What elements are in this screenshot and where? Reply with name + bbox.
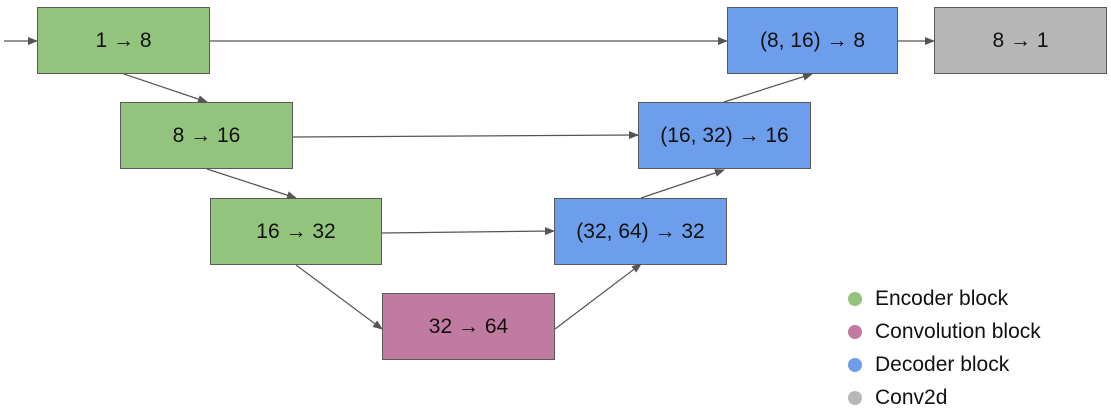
- encoder-block-2: 8 → 16: [120, 102, 293, 169]
- decoder-block-1: (8, 16) → 8: [727, 7, 898, 74]
- encoder-block-3: 16 → 32: [210, 198, 382, 265]
- legend-item-conv2d: Conv2d: [848, 386, 947, 410]
- legend-item-encoder: Encoder block: [848, 287, 1008, 311]
- node-label: 1 → 8: [95, 28, 152, 52]
- convolution-block: 32 → 64: [382, 293, 555, 360]
- edge-enc3-to-dec3: [381, 227, 555, 236]
- node-label: 16 → 32: [256, 219, 336, 243]
- decoder-block-3: (32, 64) → 32: [554, 198, 727, 265]
- edge-dec2-to-dec1: [723, 72, 813, 103]
- node-label: (32, 64) → 32: [576, 219, 705, 243]
- legend-label: Conv2d: [875, 386, 948, 409]
- legend-label: Decoder block: [875, 353, 1010, 376]
- edge-dec3-to-dec2: [640, 169, 725, 199]
- legend-dot: [848, 391, 862, 405]
- encoder-block-1: 1 → 8: [37, 7, 210, 74]
- edge-enc2-to-enc3: [206, 168, 297, 200]
- edge-enc3-to-conv: [295, 264, 383, 330]
- legend-item-decoder: Decoder block: [848, 353, 1009, 377]
- legend-item-convolution: Convolution block: [848, 320, 1041, 344]
- legend-dot: [848, 358, 862, 372]
- node-label: 32 → 64: [428, 314, 509, 338]
- conv2d-output-block: 8 → 1: [934, 7, 1107, 74]
- edge-conv-to-dec3: [554, 263, 642, 330]
- node-label: 8 → 16: [172, 123, 241, 147]
- legend-dot: [848, 292, 862, 306]
- decoder-block-2: (16, 32) → 16: [638, 102, 811, 169]
- node-label: 8 → 1: [992, 28, 1049, 52]
- legend-label: Convolution block: [875, 320, 1041, 343]
- legend-dot: [848, 325, 862, 339]
- legend-label: Encoder block: [875, 287, 1009, 310]
- node-label: (16, 32) → 16: [660, 123, 789, 147]
- edge-enc2-to-dec2: [292, 131, 639, 140]
- edge-enc1-to-enc2: [123, 73, 208, 103]
- node-label: (8, 16) → 8: [759, 28, 866, 52]
